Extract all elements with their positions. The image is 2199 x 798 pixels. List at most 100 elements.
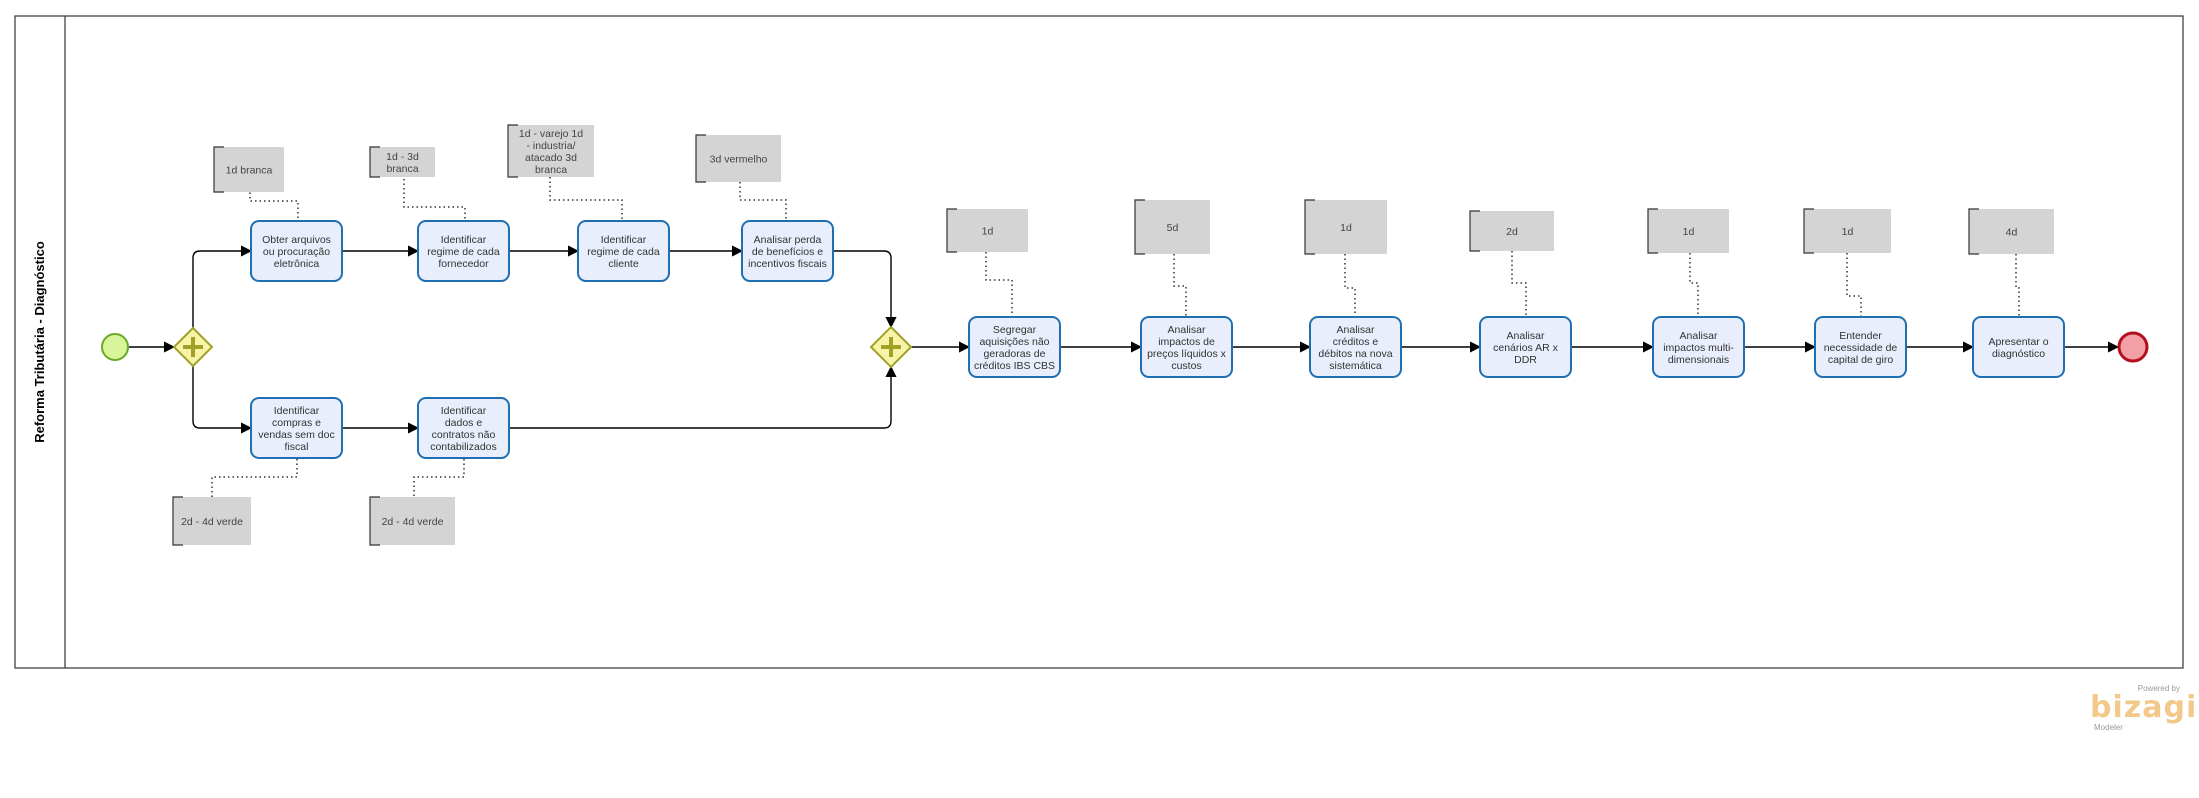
bizagi-branding: Powered by bizagi Modeler [2090,684,2198,732]
annotation-box [1470,211,1554,251]
flow-t6-to-join [509,365,897,429]
task-label-line: débitos na nova [1318,348,1392,360]
annotation-box [370,497,455,545]
task-label-line: custos [1171,360,1201,372]
task-label-line: regime de cada [427,246,500,258]
annotation-a13[interactable]: 4d [1968,208,2054,255]
assoc-a8 [1173,254,1187,316]
annotation-a1[interactable]: 1d branca [213,146,284,193]
task-label-line: Identificar [274,405,320,417]
annotation-label-line: 1d - 3d [386,151,419,163]
task-label-line: créditos e [1333,336,1379,348]
assoc-a11 [1689,253,1699,316]
task-label-line: incentivos fiscais [748,258,827,270]
annotation-box [214,147,284,192]
annotation-a3[interactable]: 1d - varejo 1d- industria/atacado 3dbran… [507,124,594,178]
task-label-line: cliente [608,258,639,270]
task-label-line: Identificar [441,405,487,417]
task-box [1652,316,1745,378]
annotation-a11[interactable]: 1d [1647,208,1729,254]
task-label-line: DDR [1514,354,1537,366]
task-label-line: necessidade de [1824,342,1898,354]
task-label-line: contratos não [432,429,496,441]
annotation-bracket [695,134,706,183]
annotation-label-line: 1d [1340,222,1352,234]
annotation-bracket [1134,199,1145,255]
assoc-a12 [1846,253,1862,316]
parallel-split-gateway[interactable] [172,326,214,368]
task-label-line: fornecedor [438,258,489,270]
start-event[interactable] [101,333,129,361]
task-box [250,397,343,459]
modeler-text: Modeler [2094,723,2123,732]
annotation-bracket [507,124,518,178]
assoc-a6 [413,459,465,497]
task-label-line: Entender [1839,330,1882,342]
powered-by-text: Powered by [2137,684,2180,693]
parallel-join-gateway[interactable] [869,325,913,369]
annotation-label-line: 1d - varejo 1d [519,128,583,140]
task-box [1814,316,1907,378]
flow-split-to-t5 [192,366,253,434]
bizagi-logo: bizagi [2090,690,2198,725]
task-label-line: aquisições não [979,336,1049,348]
annotation-a4[interactable]: 3d vermelho [695,134,781,183]
task-label-line: contabilizados [430,441,497,453]
annotation-box [370,147,435,177]
pool-label: Reforma Tributária - Diagnóstico [32,241,47,443]
annotation-bracket [1304,199,1315,255]
task-label-line: créditos IBS CBS [974,360,1055,372]
task-label-line: Analisar [1337,324,1375,336]
task-label-line: capital de giro [1828,354,1894,366]
flow-t4-to-join [833,250,897,329]
task-label-line: de benefícios e [752,246,823,258]
annotation-a6[interactable]: 2d - 4d verde [369,496,455,546]
annotation-a8[interactable]: 5d [1134,199,1210,255]
annotation-a7[interactable]: 1d [946,208,1028,253]
task-label-line: dimensionais [1668,354,1729,366]
task-box [577,220,670,282]
assoc-a3 [549,177,623,220]
task-box [1479,316,1572,378]
annotation-box [947,209,1028,252]
task-box [250,220,343,282]
end-event[interactable] [2117,331,2149,363]
task-label-line: Analisar [1168,324,1206,336]
annotation-bracket [946,208,957,253]
annotation-a5[interactable]: 2d - 4d verde [172,496,251,546]
annotation-a12[interactable]: 1d [1803,208,1891,254]
annotation-box [508,125,594,177]
annotation-box [1648,209,1729,253]
annotation-bracket [369,146,380,178]
task-box [741,220,834,282]
annotation-label-line: 2d - 4d verde [181,516,243,528]
annotation-label-line: 2d [1506,226,1518,238]
annotation-label-line: 2d - 4d verde [382,516,444,528]
assoc-a7 [985,252,1013,316]
task-label-line: Identificar [441,234,487,246]
task-label-line: Apresentar o [1988,336,2048,348]
annotation-label-line: 3d vermelho [710,154,768,166]
annotation-a10[interactable]: 2d [1469,210,1554,252]
task-label-line: Analisar [1680,330,1718,342]
annotation-a9[interactable]: 1d [1304,199,1387,255]
annotation-label-line: 4d [2006,227,2018,239]
plus-icon [881,337,901,357]
annotation-bracket [172,496,183,546]
annotation-label-line: 1d [1842,226,1854,238]
